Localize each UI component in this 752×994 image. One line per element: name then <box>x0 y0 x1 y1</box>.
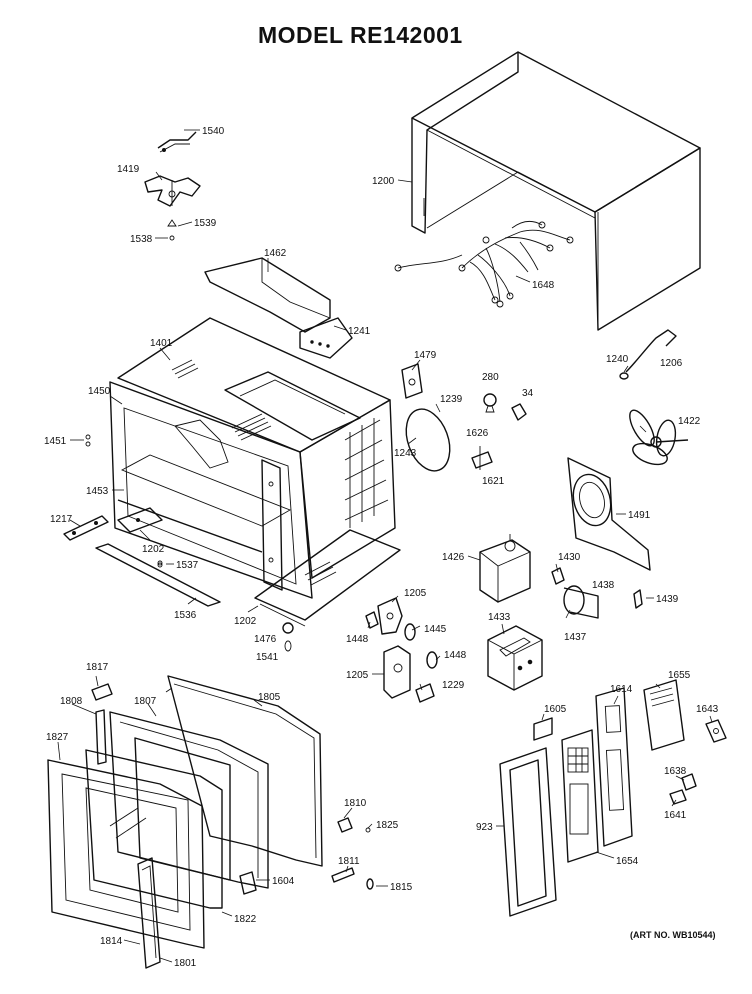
model-title: MODEL RE142001 <box>258 22 463 48</box>
door-assembly <box>47 675 374 969</box>
oven-cavity <box>109 317 396 599</box>
part-label-1448-right: 1448 <box>444 650 467 661</box>
part-label-1205-bottom: 1205 <box>346 670 369 681</box>
part-label-1655: 1655 <box>668 670 691 681</box>
leader-lines <box>57 129 713 963</box>
part-label-1422: 1422 <box>678 416 701 427</box>
part-label-1445: 1445 <box>424 624 447 635</box>
part-label-1243: 1243 <box>394 448 417 459</box>
part-label-1476: 1476 <box>254 634 277 645</box>
center-components <box>157 363 527 652</box>
part-label-1438: 1438 <box>592 580 615 591</box>
part-label-1200: 1200 <box>372 176 395 187</box>
control-panel-parts <box>499 679 727 917</box>
part-label-1638: 1638 <box>664 766 687 777</box>
part-label-1433: 1433 <box>488 612 511 623</box>
part-label-1401: 1401 <box>150 338 173 349</box>
stirrer-parts <box>144 131 201 241</box>
part-label-1822: 1822 <box>234 914 257 925</box>
power-cord <box>619 329 677 380</box>
part-label-1426: 1426 <box>442 552 465 563</box>
part-label-1815: 1815 <box>390 882 413 893</box>
part-label-1541: 1541 <box>256 652 279 663</box>
part-number-labels: 1540 1419 1539 1538 1200 1462 1648 1241 … <box>44 126 719 969</box>
part-label-1648: 1648 <box>532 280 555 291</box>
part-label-1810: 1810 <box>344 798 367 809</box>
part-label-1439: 1439 <box>656 594 679 605</box>
part-label-1450: 1450 <box>88 386 111 397</box>
wire-harness <box>394 220 574 308</box>
part-label-1807: 1807 <box>134 696 157 707</box>
part-label-1202-top: 1202 <box>142 544 165 555</box>
part-label-1430: 1430 <box>558 552 581 563</box>
part-label-1538: 1538 <box>130 234 153 245</box>
part-label-1206: 1206 <box>660 358 683 369</box>
outer-case <box>411 51 701 331</box>
part-label-1537: 1537 <box>176 560 199 571</box>
part-label-1641: 1641 <box>664 810 687 821</box>
part-label-1825: 1825 <box>376 820 399 831</box>
part-label-1539: 1539 <box>194 218 217 229</box>
part-label-1604: 1604 <box>272 876 295 887</box>
part-label-1808: 1808 <box>60 696 83 707</box>
part-label-1239: 1239 <box>440 394 463 405</box>
capacitor-diode <box>551 567 643 619</box>
part-label-1229: 1229 <box>442 680 465 691</box>
part-label-1605: 1605 <box>544 704 567 715</box>
part-label-1540: 1540 <box>202 126 225 137</box>
part-label-1654: 1654 <box>616 856 639 867</box>
part-label-1448-left: 1448 <box>346 634 369 645</box>
part-label-1217: 1217 <box>50 514 73 525</box>
part-label-1801: 1801 <box>174 958 197 969</box>
part-label-1240: 1240 <box>606 354 629 365</box>
base-plate <box>117 507 401 627</box>
part-label-1643: 1643 <box>696 704 719 715</box>
part-label-1814: 1814 <box>100 936 123 947</box>
part-label-1536: 1536 <box>174 610 197 621</box>
waveguide-cover <box>204 257 353 359</box>
magnetron <box>479 534 531 603</box>
part-label-1479: 1479 <box>414 350 437 361</box>
art-number: (ART NO. WB10544) <box>630 930 716 940</box>
part-label-1817: 1817 <box>86 662 109 673</box>
part-label-1241: 1241 <box>348 326 371 337</box>
part-label-1453: 1453 <box>86 486 109 497</box>
part-label-1614: 1614 <box>610 684 633 695</box>
part-label-1451: 1451 <box>44 436 67 447</box>
fan <box>629 409 689 466</box>
part-label-1811: 1811 <box>338 856 360 867</box>
transformer <box>487 625 543 691</box>
interlock-switches <box>365 597 438 703</box>
part-label-923: 923 <box>476 822 493 833</box>
part-label-1626: 1626 <box>466 428 489 439</box>
part-label-280: 280 <box>482 372 499 383</box>
part-label-1621: 1621 <box>482 476 505 487</box>
part-label-1205-top: 1205 <box>404 588 427 599</box>
part-label-1491: 1491 <box>628 510 651 521</box>
fan-shroud <box>567 457 651 571</box>
part-label-34: 34 <box>522 388 534 399</box>
part-label-1827: 1827 <box>46 732 69 743</box>
small-left-parts <box>63 434 221 607</box>
part-label-1805: 1805 <box>258 692 281 703</box>
part-label-1419: 1419 <box>117 164 140 175</box>
part-label-1462: 1462 <box>264 248 287 259</box>
part-label-1437: 1437 <box>564 632 587 643</box>
part-label-1202-bottom: 1202 <box>234 616 257 627</box>
